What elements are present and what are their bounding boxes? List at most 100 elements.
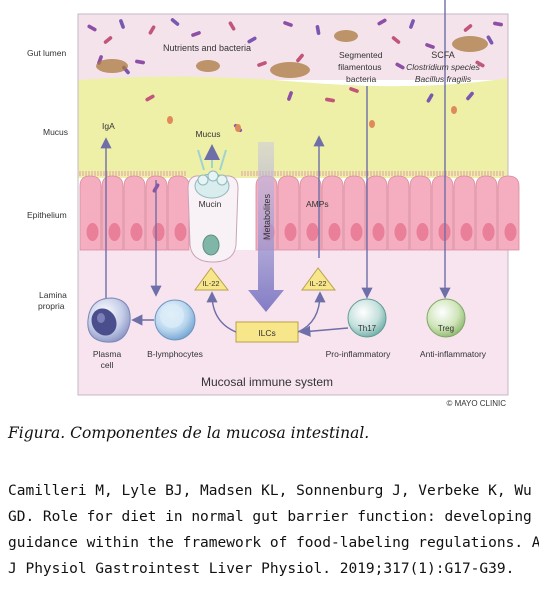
bacterium bbox=[257, 61, 267, 67]
plasma-cell bbox=[87, 297, 131, 343]
bacterium bbox=[395, 62, 405, 70]
bacterium bbox=[315, 25, 321, 35]
gut-lumen-label: Gut lumen bbox=[27, 48, 66, 58]
segmented-label-2: filamentous bbox=[338, 62, 381, 72]
bacterium bbox=[486, 35, 494, 45]
citation-line-1: Camilleri M, Lyle BJ, Madsen KL, Sonnenb… bbox=[8, 483, 532, 499]
mucus-side-label: Mucus bbox=[43, 127, 68, 137]
mucosa-diagram: Metabolites Mucin Mucus IgA AMPs IL-22 I… bbox=[27, 0, 520, 408]
bacterium bbox=[119, 19, 125, 29]
th17-cell bbox=[347, 298, 387, 338]
b-lymphocytes-label: B-lymphocytes bbox=[147, 349, 203, 359]
bacterium bbox=[409, 19, 415, 29]
microvilli bbox=[79, 171, 504, 176]
epithelium-label: Epithelium bbox=[27, 210, 67, 220]
cell-nucleus bbox=[86, 223, 99, 241]
treg-cell bbox=[426, 298, 466, 338]
ilcs-label: ILCs bbox=[258, 328, 275, 338]
b-lymphocyte bbox=[154, 299, 196, 341]
bacterium bbox=[103, 36, 113, 44]
cell-nucleus bbox=[306, 223, 319, 241]
bacterium bbox=[475, 60, 485, 68]
cell-nucleus bbox=[460, 223, 473, 241]
cell-nucleus bbox=[108, 223, 121, 241]
epithelial-layer bbox=[79, 171, 520, 251]
mucin-label: Mucin bbox=[199, 199, 222, 209]
bacterium bbox=[466, 91, 474, 101]
th17-label: Th17 bbox=[358, 324, 377, 333]
metabolites-label: Metabolites bbox=[262, 193, 272, 240]
bacterium bbox=[191, 31, 201, 37]
citation-line-4: J Physiol Gastrointest Liver Physiol. 20… bbox=[8, 561, 515, 577]
segmented-label-1: Segmented bbox=[339, 50, 383, 60]
nutrients-bacteria-label: Nutrients and bacteria bbox=[163, 43, 251, 53]
citation: Camilleri M, Lyle BJ, Madsen KL, Sonnenb… bbox=[8, 478, 539, 582]
amps-label: AMPs bbox=[306, 199, 329, 209]
bacterium bbox=[325, 97, 335, 103]
bacterium bbox=[377, 18, 387, 26]
il22-left-label: IL-22 bbox=[202, 279, 219, 288]
bacterium bbox=[349, 87, 359, 93]
bacterium bbox=[283, 21, 293, 27]
food-particle bbox=[452, 36, 488, 52]
bacterium bbox=[463, 24, 473, 32]
cell-nucleus bbox=[284, 223, 297, 241]
bacterium bbox=[145, 94, 155, 102]
anti-inflammatory-label: Anti-inflammatory bbox=[420, 349, 487, 359]
cell-nucleus bbox=[130, 223, 143, 241]
lamina-label-line2: propria bbox=[38, 301, 65, 311]
pro-inflammatory-label: Pro-inflammatory bbox=[326, 349, 391, 359]
bacterium bbox=[87, 24, 97, 32]
il22-right-triangle bbox=[301, 267, 337, 291]
cell-nucleus bbox=[174, 223, 187, 241]
segmented-label-3: bacteria bbox=[346, 74, 377, 84]
cell-nucleus bbox=[372, 223, 385, 241]
mucus-arrow-label: Mucus bbox=[195, 129, 220, 139]
treg-label: Treg bbox=[438, 324, 454, 333]
food-particle bbox=[196, 60, 220, 72]
mucus-band bbox=[78, 76, 508, 178]
metabolites-arrow bbox=[248, 142, 284, 312]
bacterium bbox=[296, 53, 304, 63]
plasma-label-2: cell bbox=[101, 360, 114, 370]
scfa-label-1: SCFA bbox=[431, 50, 455, 60]
bacterium bbox=[170, 18, 180, 26]
bacterium bbox=[135, 59, 145, 65]
scfa-label-2: Clostridium species bbox=[406, 62, 480, 72]
food-particle bbox=[334, 30, 358, 42]
scfa-label-3: Bacillus fragilis bbox=[415, 74, 472, 84]
particle bbox=[235, 124, 241, 132]
citation-line-3: guidance within the framework of food-la… bbox=[8, 535, 539, 551]
bacterium bbox=[426, 93, 434, 103]
cell-nucleus bbox=[504, 223, 517, 241]
mucosal-immune-system-label: Mucosal immune system bbox=[201, 375, 333, 389]
goblet-cell bbox=[187, 170, 239, 263]
cell-nucleus bbox=[416, 223, 429, 241]
bacterium bbox=[287, 91, 293, 101]
lamina-label-line1: Lamina bbox=[39, 290, 67, 300]
cell-nucleus bbox=[152, 223, 165, 241]
plasma-label-1: Plasma bbox=[93, 349, 122, 359]
citation-line-2: GD. Role for diet in normal gut barrier … bbox=[8, 509, 532, 525]
particle bbox=[369, 120, 375, 128]
food-particle bbox=[96, 59, 128, 73]
bacterium bbox=[247, 36, 257, 44]
il22-left-triangle bbox=[194, 267, 230, 291]
food-particle bbox=[270, 62, 310, 78]
cell-nucleus bbox=[482, 223, 495, 241]
iga-label: IgA bbox=[102, 121, 115, 131]
il22-right-label: IL-22 bbox=[309, 279, 326, 288]
bacterium bbox=[391, 36, 401, 44]
bacterium bbox=[228, 21, 236, 31]
cell-nucleus bbox=[350, 223, 363, 241]
particle bbox=[167, 116, 173, 124]
bacterium bbox=[148, 25, 156, 35]
cell-nucleus bbox=[328, 223, 341, 241]
particle bbox=[451, 106, 457, 114]
copyright: © MAYO CLINIC bbox=[446, 399, 506, 408]
figure-caption: Figura. Componentes de la mucosa intesti… bbox=[8, 424, 370, 442]
bacterium bbox=[493, 21, 503, 27]
bacteria-cluster bbox=[87, 18, 503, 193]
bacterium bbox=[425, 43, 435, 49]
cell-nucleus bbox=[394, 223, 407, 241]
